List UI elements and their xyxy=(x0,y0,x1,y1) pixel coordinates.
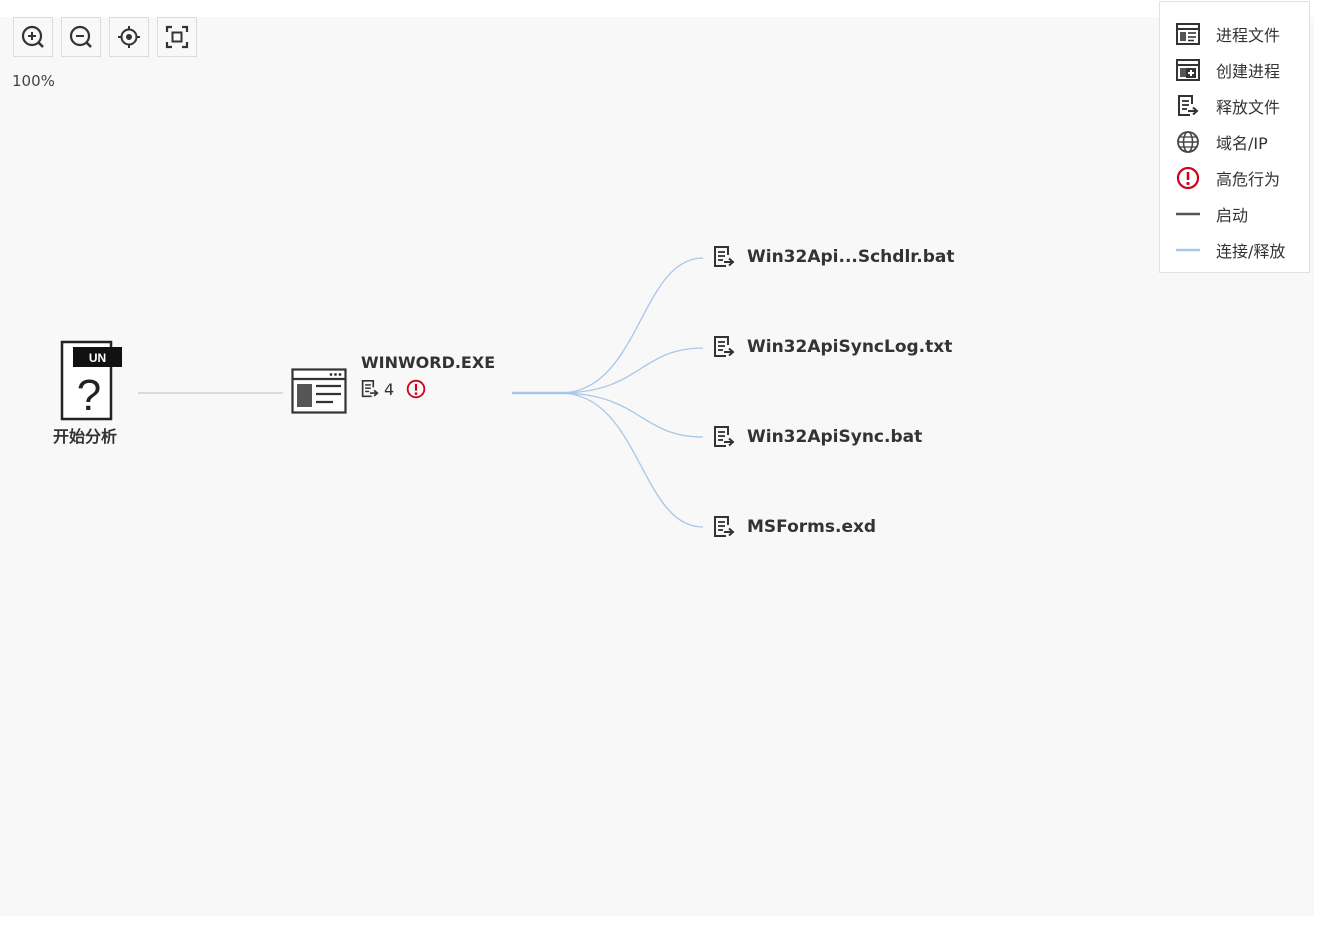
released-file-node[interactable]: Win32ApiSyncLog.txt xyxy=(713,335,952,359)
legend-item-domain-ip: 域名/IP xyxy=(1160,124,1309,160)
start-node-badge: UN xyxy=(89,351,106,365)
zoom-out-icon xyxy=(69,25,92,48)
release-file-icon xyxy=(714,336,735,357)
process-name[interactable]: WINWORD.EXE xyxy=(361,353,496,372)
connect-release-line-icon xyxy=(1176,248,1200,252)
released-file-name: Win32ApiSync.bat xyxy=(747,427,923,447)
globe-icon xyxy=(1177,131,1199,153)
legend-item-create-process: 创建进程 xyxy=(1160,52,1309,88)
legend-item-process-file: 进程文件 xyxy=(1160,16,1309,52)
start-node-glyph: ? xyxy=(77,371,101,420)
legend-item-high-risk: 高危行为 xyxy=(1160,160,1309,196)
legend-item-connect-release: 连接/释放 xyxy=(1160,232,1309,268)
released-file-node[interactable]: Win32Api...Schdlr.bat xyxy=(713,245,954,269)
released-file-node[interactable]: MSForms.exd xyxy=(713,515,876,539)
start-node-label: 开始分析 xyxy=(53,427,118,446)
release-file-icon xyxy=(714,246,735,267)
released-file-name: Win32ApiSyncLog.txt xyxy=(747,337,953,357)
zoom-in-button[interactable] xyxy=(13,17,53,57)
start-node[interactable]: UN ? xyxy=(59,339,125,427)
zoom-in-icon xyxy=(21,25,44,48)
fit-screen-icon xyxy=(165,25,189,49)
legend-item-launch: 启动 xyxy=(1160,196,1309,232)
release-edge xyxy=(512,347,704,394)
fit-screen-button[interactable] xyxy=(157,17,197,57)
locate-icon xyxy=(118,26,140,48)
legend-label: 域名/IP xyxy=(1216,134,1268,153)
graph-canvas[interactable] xyxy=(0,17,1314,916)
unknown-file-icon: UN ? xyxy=(60,340,122,421)
high-risk-icon xyxy=(406,379,426,399)
process-file-icon xyxy=(1176,23,1200,45)
legend-label: 高危行为 xyxy=(1216,170,1281,189)
create-process-icon xyxy=(1176,59,1200,81)
released-file-node[interactable]: Win32ApiSync.bat xyxy=(713,425,922,449)
process-window-icon xyxy=(291,368,347,414)
zoom-level-text: 100% xyxy=(12,72,55,90)
legend-label: 进程文件 xyxy=(1216,26,1281,45)
release-edge xyxy=(512,392,704,528)
released-file-name: MSForms.exd xyxy=(747,517,877,537)
release-file-icon xyxy=(361,380,379,398)
legend-item-release-file: 释放文件 xyxy=(1160,88,1309,124)
locate-button[interactable] xyxy=(109,17,149,57)
process-node[interactable] xyxy=(291,368,347,418)
legend-label: 创建进程 xyxy=(1216,62,1281,81)
release-file-icon xyxy=(714,426,735,447)
release-file-icon xyxy=(714,516,735,537)
release-edge xyxy=(512,257,704,394)
legend-label: 连接/释放 xyxy=(1216,242,1286,261)
legend-label: 启动 xyxy=(1216,206,1249,225)
legend-panel: 进程文件 创建进程 释放文件 xyxy=(1159,1,1310,273)
release-count: 4 xyxy=(384,379,395,399)
legend-label: 释放文件 xyxy=(1216,98,1281,117)
release-file-icon xyxy=(1178,95,1199,116)
released-file-name: Win32Api...Schdlr.bat xyxy=(747,247,955,267)
zoom-out-button[interactable] xyxy=(61,17,101,57)
launch-line-icon xyxy=(1176,212,1200,216)
process-meta: 4 xyxy=(361,379,426,399)
zoom-toolbar xyxy=(13,17,197,57)
high-risk-icon xyxy=(1176,166,1200,190)
